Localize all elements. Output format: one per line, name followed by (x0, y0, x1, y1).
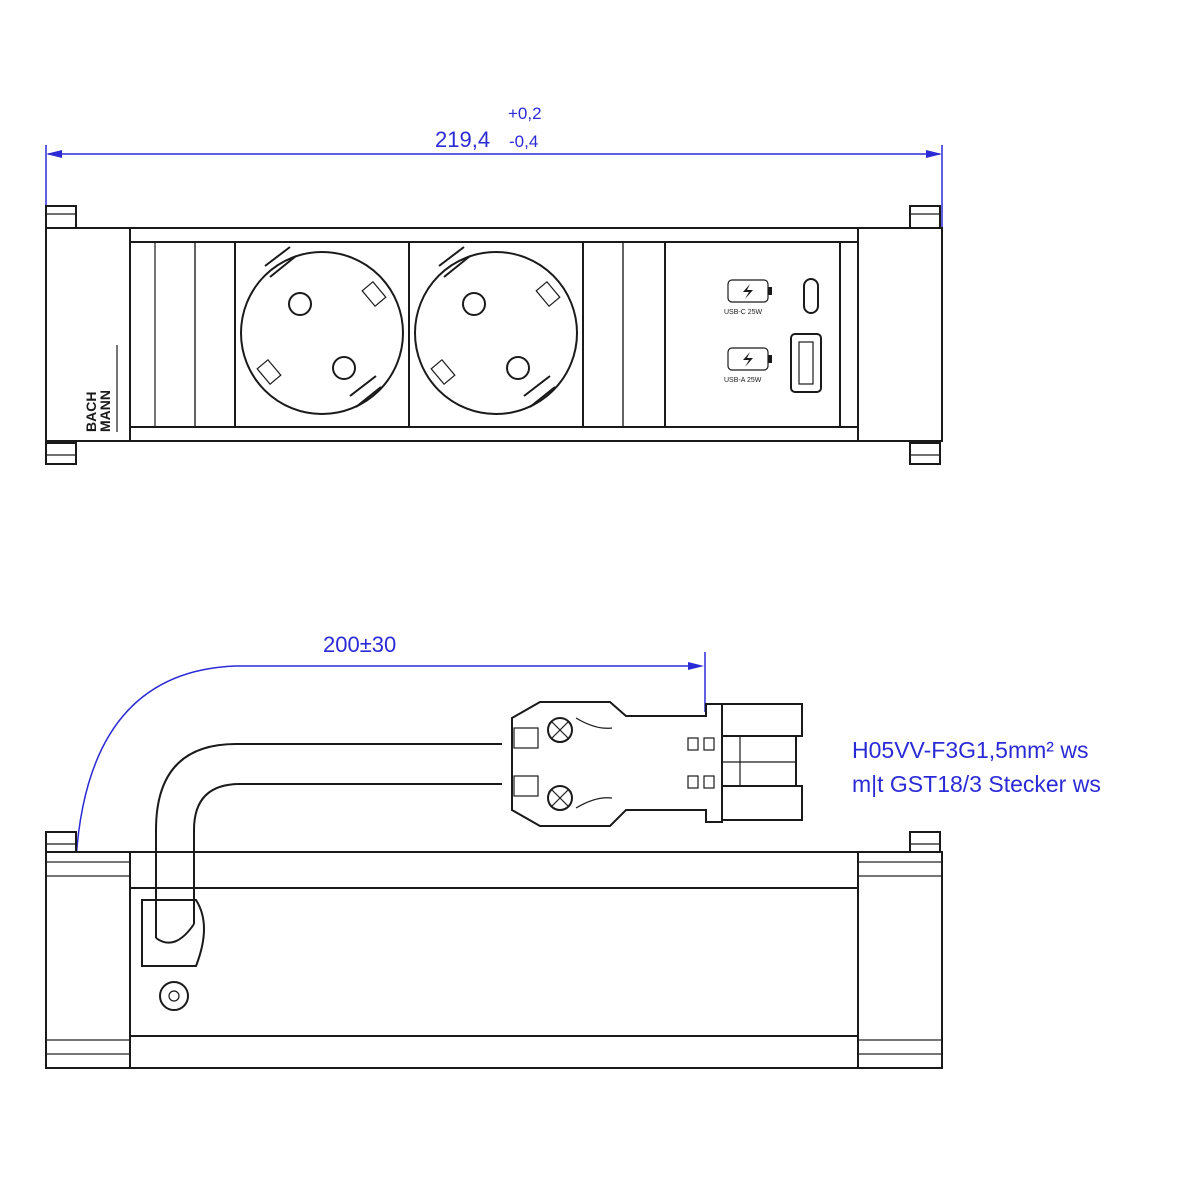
cable-spec-line1: H05VV-F3G1,5mm² ws (852, 737, 1089, 763)
socket-module-2 (408, 241, 584, 428)
usb-c-label: USB-C 25W (724, 309, 763, 316)
cable-length-dimension: 200±30 (66, 632, 706, 933)
screw-icon (547, 785, 573, 811)
cable-length-value: 200±30 (323, 632, 396, 657)
usb-a-port (790, 333, 822, 393)
gst18-connector (511, 701, 803, 827)
battery-charge-icon (727, 347, 772, 371)
schuko-socket-icon (414, 246, 578, 415)
width-upper-tolerance: +0,2 (508, 104, 542, 123)
schuko-socket-icon (240, 246, 404, 415)
end-cap-right (857, 227, 943, 442)
usb-module (664, 241, 841, 428)
side-view: 200±30 (45, 632, 943, 1069)
usb-c-port (803, 278, 819, 314)
end-cap-left (45, 227, 131, 442)
brand-logo-line2: MANN (97, 390, 113, 432)
mounting-hole (159, 981, 189, 1011)
brand-logo-line1: BACH (83, 392, 99, 432)
width-lower-tolerance: -0,4 (509, 132, 538, 151)
clip-bottom-left (45, 442, 77, 465)
end-cap-right-side (857, 851, 943, 1069)
profile-body (129, 227, 859, 442)
width-nominal: 219,4 (435, 127, 490, 152)
clip-top-left (45, 831, 77, 855)
clip-top-left (45, 205, 77, 229)
power-cable (155, 743, 502, 938)
cable-gland (141, 899, 205, 967)
top-view: 219,4 +0,2 -0,4 BACH MANN (45, 104, 943, 465)
clip-bottom-right (909, 442, 941, 465)
cable-spec-line2: m|t GST18/3 Stecker ws (852, 771, 1101, 797)
width-dimension: 219,4 +0,2 -0,4 (45, 104, 943, 230)
screw-icon (547, 717, 573, 743)
end-cap-left-side (45, 851, 131, 1069)
usb-a-label: USB-A 25W (724, 377, 762, 384)
clip-top-right (909, 205, 941, 229)
clip-top-right (909, 831, 941, 855)
battery-charge-icon (727, 279, 772, 303)
